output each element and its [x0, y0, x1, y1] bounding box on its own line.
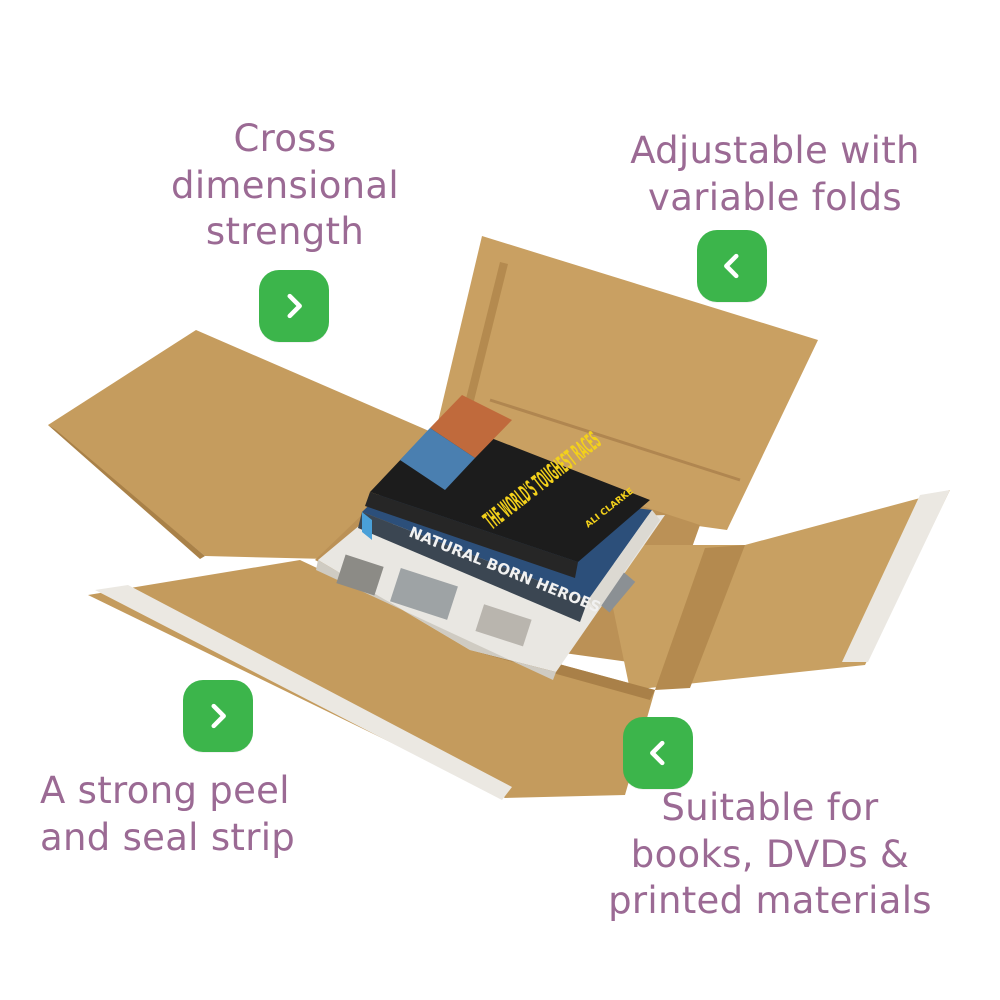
chevron-left-badge — [697, 230, 767, 302]
right-seal-strip — [842, 490, 950, 662]
left-flap — [48, 330, 436, 560]
callout-suitable-for: Suitable for books, DVDs & printed mater… — [595, 785, 945, 925]
callout-line: variable folds — [648, 175, 902, 219]
chevron-left-icon — [650, 740, 665, 766]
callout-line: Suitable for — [661, 786, 879, 829]
callout-line: and seal strip — [40, 815, 296, 859]
callout-cross-dimensional-strength: Cross dimensional strength — [160, 116, 410, 256]
front-seal-strip — [95, 585, 512, 800]
callout-line: Adjustable with — [630, 129, 920, 172]
front-flap — [88, 560, 655, 798]
callout-line: strength — [205, 210, 365, 254]
callout-line: Cross — [233, 117, 337, 160]
callout-line: A strong peel — [40, 769, 290, 812]
chevron-left-badge — [623, 717, 693, 789]
callout-adjustable-folds: Adjustable with variable folds — [610, 128, 940, 221]
callout-line: books, DVDs & — [630, 832, 910, 876]
chevron-right-icon — [211, 703, 226, 729]
chevron-right-badge — [259, 270, 329, 342]
callout-line: dimensional — [171, 163, 399, 207]
callout-line: printed materials — [608, 879, 932, 923]
chevron-right-icon — [287, 293, 302, 319]
callout-peel-seal-strip: A strong peel and seal strip — [40, 768, 340, 861]
chevron-left-icon — [724, 253, 739, 279]
chevron-right-badge — [183, 680, 253, 752]
